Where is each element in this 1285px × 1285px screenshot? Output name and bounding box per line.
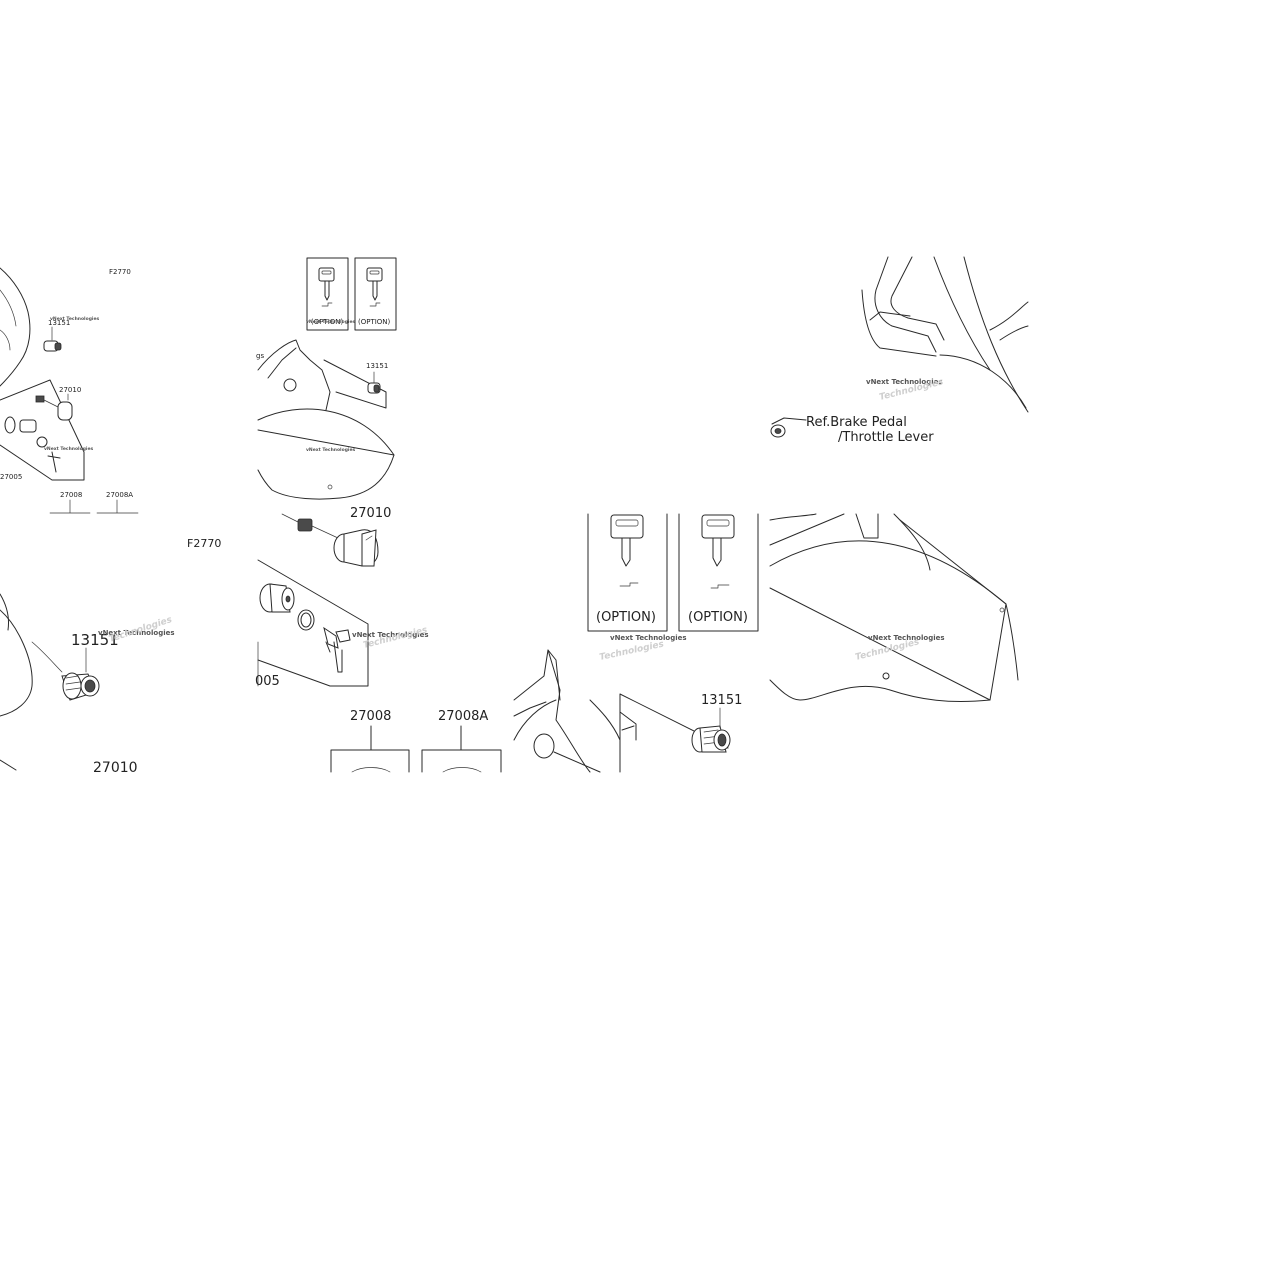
part-number-13151-small: 13151 [48, 319, 70, 327]
pedal-part [770, 417, 807, 438]
figure-code-small: F2770 [109, 268, 131, 276]
watermark-b: vNext Technologies [306, 447, 356, 453]
ignition-switch-small [0, 379, 85, 481]
watermark-small-1: vNext Technologies [50, 316, 100, 322]
panel-small-overview: F2770 13151 27010 27005 27008 27008A vNe… [0, 267, 139, 514]
lock-body [259, 583, 295, 613]
fender-body-small [257, 339, 395, 500]
panel-keys-fender-small: (OPTION) (OPTION) gs 13151 vNext Technol… [256, 257, 397, 500]
panel-keys-large: (OPTION) (OPTION) vNext Technologies Tec… [587, 513, 759, 663]
watermark-c: vNext Technologies [866, 378, 943, 386]
part-number-27008-small: 27008 [60, 491, 82, 499]
socket-13151-small [43, 326, 62, 352]
panel-rear-fender: vNext Technologies Technologies [769, 513, 1019, 703]
panel-ignition-exploded: 27010 005 270 [255, 506, 502, 773]
part-number-27008: 27008 [350, 709, 391, 724]
fender-outline [0, 267, 31, 387]
part-number-27010-small: 27010 [59, 386, 81, 394]
key-box-option-1-small [306, 257, 349, 331]
key-icon [318, 267, 335, 307]
socket-13151-large-left [61, 647, 100, 701]
socket-13151-large-right [691, 707, 731, 753]
key-box-option-1-large [587, 513, 668, 632]
key-icon [610, 514, 644, 587]
ref-brake-pedal-label: Ref.Brake Pedal [806, 415, 907, 430]
panel-fender-socket-right: 13151 [513, 649, 742, 773]
key-box-option-2-small [354, 257, 397, 331]
key-icon [701, 514, 735, 589]
part-number-27010-partial: 27010 [350, 506, 391, 521]
ref-throttle-lever-label: /Throttle Lever [838, 430, 934, 445]
watermark-h: vNext Technologies [868, 634, 945, 642]
part-number-13151-large-right: 13151 [701, 693, 742, 708]
part-number-13151-small-b: 13151 [366, 362, 388, 370]
watermark-small-2: vNext Technologies [44, 446, 94, 452]
figure-code-large: F2770 [187, 537, 221, 550]
watermark-d: vNext Technologies [98, 629, 175, 637]
seat-outline [861, 256, 1029, 413]
option-label-small-2: (OPTION) [358, 318, 391, 326]
part-number-13151-large-left: 13151 [71, 631, 119, 649]
part-number-27008a: 27008A [438, 709, 488, 724]
key-icon [366, 267, 383, 307]
connector-plug [281, 513, 339, 539]
watermark-f: vNext Technologies [610, 634, 687, 642]
part-number-27005-small: 27005 [0, 473, 22, 481]
part-number-27010-large: 27010 [93, 760, 138, 776]
cut-text-label: gs [256, 352, 264, 360]
key-box-option-2-large [678, 513, 759, 632]
option-label-large-2: (OPTION) [688, 610, 748, 625]
watermark-b2: vNext Technologies [306, 319, 356, 325]
lock-nut [297, 609, 315, 631]
option-label-small-1: (OPTION) [311, 318, 344, 326]
watermark-f-ghost: Technologies [599, 639, 666, 663]
part-number-27005-partial: 005 [255, 674, 280, 689]
part-number-27008a-small: 27008A [106, 491, 133, 499]
socket-13151-small-b [367, 371, 381, 394]
watermark-e: vNext Technologies [352, 631, 429, 639]
panel-fender-large-left: F2770 13151 27010 vNext Technologies Tec… [0, 537, 221, 776]
key-pair [323, 626, 351, 673]
panel-ref-brake-pedal: Ref.Brake Pedal /Throttle Lever vNext Te… [770, 256, 1029, 445]
ignition-cylinder [333, 529, 379, 567]
option-label-large-1: (OPTION) [596, 610, 656, 625]
